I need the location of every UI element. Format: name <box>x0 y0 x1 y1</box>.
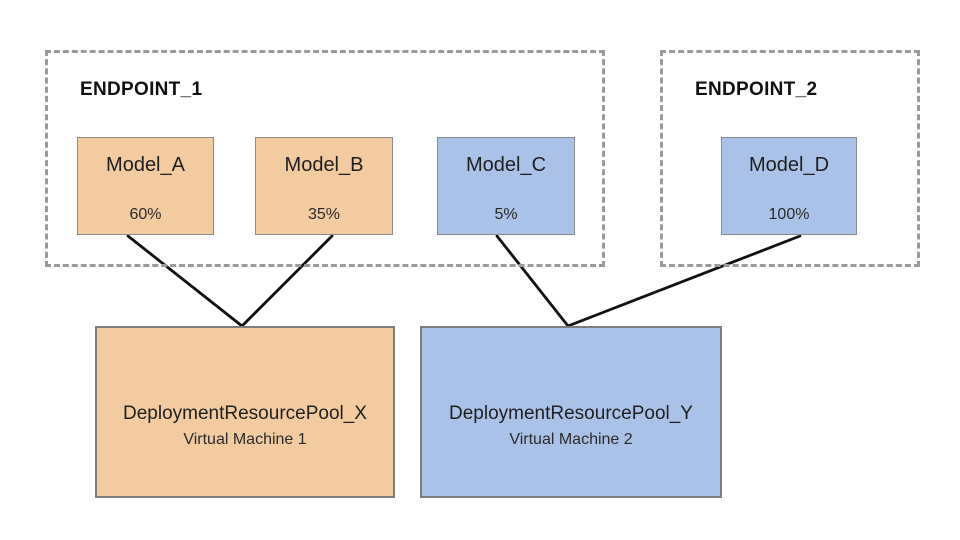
endpoint-2-group: ENDPOINT_2 <box>660 50 920 267</box>
endpoint-1-label: ENDPOINT_1 <box>80 79 203 100</box>
deployment-resource-pool-x-box: DeploymentResourcePool_X Virtual Machine… <box>95 326 395 498</box>
pool-y-machine: Virtual Machine 2 <box>509 431 633 448</box>
model-b-name: Model_B <box>284 154 364 176</box>
model-a-box: Model_A 60% <box>77 137 214 235</box>
model-b-box: Model_B 35% <box>255 137 393 235</box>
deployment-resource-pool-y-box: DeploymentResourcePool_Y Virtual Machine… <box>420 326 722 498</box>
pool-x-machine: Virtual Machine 1 <box>183 431 307 448</box>
model-a-name: Model_A <box>106 154 185 176</box>
pool-y-name: DeploymentResourcePool_Y <box>449 403 693 424</box>
endpoint-1-group: ENDPOINT_1 <box>45 50 605 267</box>
model-d-box: Model_D 100% <box>721 137 857 235</box>
model-c-traffic-split: 5% <box>494 206 518 223</box>
model-c-name: Model_C <box>465 154 547 176</box>
model-b-traffic-split: 35% <box>307 206 341 223</box>
model-d-name: Model_D <box>748 154 830 176</box>
endpoint-2-label: ENDPOINT_2 <box>695 79 818 100</box>
model-d-traffic-split: 100% <box>768 206 810 223</box>
model-c-box: Model_C 5% <box>437 137 575 235</box>
model-a-traffic-split: 60% <box>129 206 162 223</box>
pool-x-name: DeploymentResourcePool_X <box>123 403 367 424</box>
